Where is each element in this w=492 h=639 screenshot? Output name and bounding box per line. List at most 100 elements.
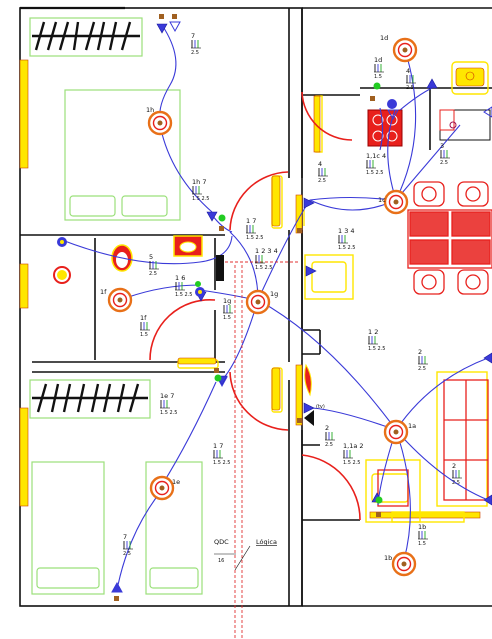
circuit-label: 42.5 (318, 160, 328, 184)
circuit-label-sub: 1.5 2.5 (160, 410, 178, 416)
windows (19, 59, 481, 519)
panel-label: QDC 16 Lógica (tv) (214, 404, 325, 571)
circuit-label-sub: 2.5 (191, 50, 199, 56)
wire-tick-icon (440, 150, 450, 159)
circuit-label: 1 71.5 2.5 (246, 217, 264, 241)
circuit-label-text: 1 2 (368, 328, 378, 336)
circuit-label: 22.5 (452, 462, 462, 486)
wire-tick-icon (452, 470, 462, 479)
wire-tick-icon (140, 322, 150, 331)
circuit-label: 1f1.5 (140, 314, 150, 338)
circuit-label-sub: 1.5 2.5 (366, 170, 384, 176)
ceiling-light-icon: 1a (383, 419, 416, 445)
circuit-label-sub: 1.5 2.5 (175, 292, 193, 298)
light-label: 1e (172, 478, 180, 486)
circuit-label: 1b1.5 (418, 523, 428, 547)
circuit-label-text: 4 (406, 67, 410, 75)
circuit-label: 1h 7 1.5 2.5 (192, 178, 210, 202)
circuit-label-text: 1 3 4 (338, 227, 355, 235)
circuit-label-text: 3 (440, 142, 444, 150)
circuit-label: 1e 71.5 2.5 (160, 392, 178, 416)
bathroom-fixtures (53, 235, 203, 284)
circuit-label-sub: 2.5 (452, 480, 460, 486)
furniture (29, 17, 203, 595)
circuit-label-text: 1 7 (213, 442, 223, 450)
circuit-label-sub: 2.5 (123, 551, 131, 557)
circuit-label-sub: 2.5 (440, 160, 448, 166)
walls (19, 6, 492, 607)
light-label: 1a (408, 422, 416, 430)
ceiling-light-icon: 1e (149, 475, 180, 501)
circuit-label: 72.5 (191, 32, 201, 56)
circuit-label-text: 1h 7 (192, 178, 206, 186)
wire-tick-icon (123, 541, 133, 550)
door-swings (149, 91, 361, 521)
devices (57, 14, 492, 601)
panel-sub: 16 (218, 558, 224, 564)
wire-tick-icon (418, 531, 428, 540)
circuit-label-text: 1 2 3 4 (255, 247, 278, 255)
wire-tick-icon (374, 64, 384, 73)
sofa (377, 379, 489, 507)
stove (367, 109, 403, 147)
panel-icon (216, 255, 224, 281)
ceiling-light-icon: 1h (146, 106, 173, 136)
circuit-label-text: 4 (318, 160, 322, 168)
circuit-label: 1,1c 4 1.5 2.5 (366, 152, 386, 176)
circuit-label-sub: 2.5 (325, 442, 333, 448)
ceiling-light-icon: 1f (100, 287, 133, 313)
circuit-label-sub: 1.5 (418, 541, 426, 547)
circuit-label: 32.5 (440, 142, 450, 166)
logic-label: Lógica (256, 538, 277, 546)
kitchen-counter (439, 109, 491, 141)
circuit-label-sub: 2.5 (318, 178, 326, 184)
yellow-fills (177, 67, 485, 411)
light-label: 1d (380, 34, 388, 42)
circuit-label: 22.5 (418, 348, 428, 372)
circuit-label-sub: 1.5 2.5 (368, 346, 386, 352)
wire-tick-icon (191, 40, 201, 49)
circuit-label-sub: 1.5 2.5 (343, 460, 361, 466)
circuit-label-text: 1g (223, 297, 231, 305)
wire-tick-icon (192, 186, 202, 195)
circuit-label-sub: 2.5 (406, 85, 414, 91)
circuit-label: 1d1.5 (374, 56, 384, 80)
circuit-label-text: 1,1a 2 (343, 442, 364, 450)
circuit-label: 1,1a 2 1.5 2.5 (343, 442, 364, 466)
circuit-label-text: 1d (374, 56, 382, 64)
tv-marker: (tv) (316, 404, 325, 410)
circuit-label-text: 2 (325, 424, 329, 432)
wire-tick-icon (366, 160, 376, 169)
light-label: 1c (378, 196, 386, 204)
circuit-label-sub: 1.5 2.5 (192, 196, 210, 202)
circuit-label: 42.5 (406, 67, 416, 91)
circuit-label-text: 1,1c 4 (366, 152, 386, 160)
circuit-label: 22.5 (325, 424, 335, 448)
circuit-label-text: 7 (123, 533, 127, 541)
green-indicator-icon (195, 82, 383, 504)
wire-tick-icon (318, 168, 328, 177)
ceiling-light-icon: 1b (384, 551, 417, 577)
tv-outlet-icon (304, 410, 314, 426)
circuit-label-sub: 1.5 2.5 (255, 265, 273, 271)
circuit-label: 72.5 (123, 533, 133, 557)
circuit-label-text: 1 6 (175, 274, 185, 282)
circuit-label-text: 5 (149, 253, 153, 261)
circuit-label-sub: 1.5 2.5 (246, 235, 264, 241)
wall-light-icon (57, 99, 397, 297)
light-label: 1f (100, 288, 107, 296)
light-label: 1b (384, 554, 392, 562)
wire-tick-icon (255, 255, 265, 264)
circuit-label: 1 71.5 2.5 (213, 442, 231, 466)
circuit-label: 1g1.5 (223, 297, 233, 321)
circuit-label-text: 7 (191, 32, 195, 40)
wire-tick-icon (338, 235, 348, 244)
wardrobe-hangers (32, 21, 148, 413)
circuit-label: 1 2 3 4 1.5 2.5 (255, 247, 278, 271)
circuit-label: 1 6 1.5 2.5 (175, 274, 193, 298)
yellow-fixtures (177, 61, 489, 523)
wire-tick-icon (213, 450, 223, 459)
wire-tick-icon (175, 282, 185, 291)
